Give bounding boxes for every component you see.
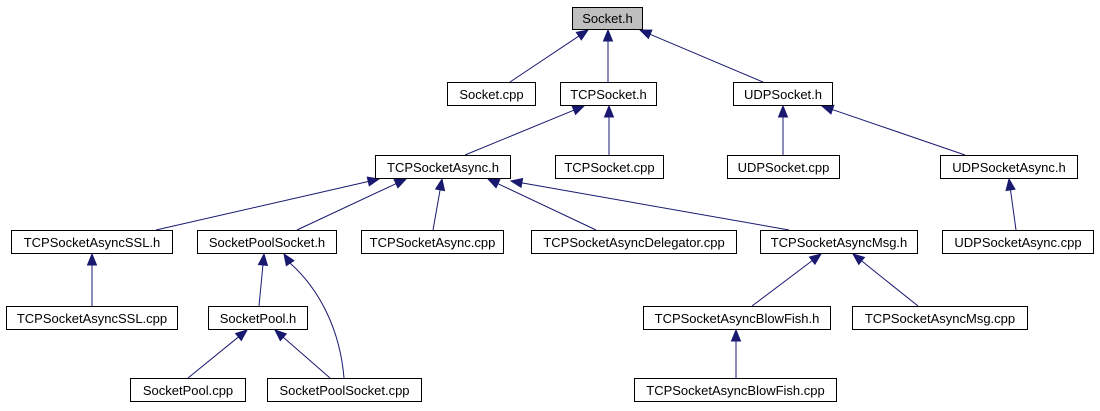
edge-arrowhead [434, 177, 446, 192]
edge-udpsocketasync_h-to-udpsocket_h [820, 104, 966, 156]
edge-arrowhead [283, 252, 295, 267]
node-socketpool-cpp[interactable]: SocketPool.cpp [130, 378, 246, 402]
edge-arrowhead [603, 104, 615, 118]
edge-udpsocket_cpp-to-udpsocket_h [777, 104, 789, 155]
node-tcpsocketasyncdelegator-cpp[interactable]: TCPSocketAsyncDelegator.cpp [531, 230, 737, 254]
node-udpsocket-cpp[interactable]: UDPSocket.cpp [727, 155, 840, 179]
edge-line [1010, 189, 1017, 231]
node-socketpool-h[interactable]: SocketPool.h [208, 306, 308, 330]
node-socket-cpp[interactable]: Socket.cpp [447, 82, 536, 106]
edge-line [649, 33, 764, 83]
edge-line [751, 260, 813, 307]
edge-tcpsocketasync_h-to-tcpsocket_h [464, 105, 586, 156]
edge-tcpsocket_cpp-to-tcpsocket_h [603, 104, 615, 155]
edge-tcpsocketasyncmsg_cpp-to-tcpsocketasyncmsg_h [851, 253, 919, 307]
node-tcpsocket-h[interactable]: TCPSocket.h [560, 82, 657, 106]
node-tcpsocketasyncblowfish-h[interactable]: TCPSocketAsyncBlowFish.h [643, 306, 831, 330]
edge-socketpool_h-to-socketpoolsocket_h [257, 252, 269, 307]
edge-arrowhead [274, 329, 288, 342]
node-tcpsocketasync-h[interactable]: TCPSocketAsync.h [375, 155, 511, 179]
edge-line [258, 264, 264, 307]
edge-tcpsocketasyncssl_cpp-to-tcpsocketasyncssl_h [86, 252, 98, 306]
node-socket-h: Socket.h [572, 7, 643, 30]
edge-udpsocket_h-to-socket_h [638, 29, 764, 83]
edge-line [509, 35, 580, 83]
edge-line [282, 336, 331, 379]
edge-tcpsocketasyncmsg_h-to-tcpsocketasync_h [509, 177, 790, 231]
node-udpsocket-h[interactable]: UDPSocket.h [733, 82, 833, 106]
edge-line [296, 183, 397, 231]
edge-arrowhead [808, 253, 823, 266]
edge-tcpsocketasyncblowfish_h-to-tcpsocketasyncmsg_h [751, 253, 823, 307]
node-tcpsocketasyncmsg-cpp[interactable]: TCPSocketAsyncMsg.cpp [852, 306, 1028, 330]
edge-arrowhead [777, 104, 789, 118]
edge-arrowhead [575, 29, 590, 41]
edge-arrowhead [851, 253, 866, 266]
edge-tcpsocketasyncblowfish_cpp-to-tcpsocketasyncblowfish_h [730, 328, 742, 378]
edge-arrowhead [366, 176, 381, 187]
node-socketpoolsocket-h[interactable]: SocketPoolSocket.h [197, 230, 337, 254]
edge-arrowhead [638, 29, 653, 40]
edge-line [861, 260, 919, 307]
edge-line [289, 262, 345, 379]
edge-line [187, 336, 239, 379]
node-tcpsocketasyncblowfish-cpp[interactable]: TCPSocketAsyncBlowFish.cpp [634, 378, 837, 402]
edge-line [521, 182, 790, 231]
edge-socketpool_cpp-to-socketpool_h [187, 329, 249, 379]
edge-line [497, 183, 597, 231]
edge-arrowhead [257, 252, 269, 266]
edge-tcpsocketasyncdelegator_cpp-to-tcpsocketasync_h [486, 178, 597, 231]
edge-tcpsocketasyncssl_h-to-tcpsocketasync_h [155, 176, 381, 231]
edge-socketpoolsocket_h-to-tcpsocketasync_h [296, 178, 408, 231]
node-udpsocketasync-h[interactable]: UDPSocketAsync.h [940, 155, 1078, 179]
edge-arrowhead [509, 177, 524, 189]
node-tcpsocketasyncmsg-h[interactable]: TCPSocketAsyncMsg.h [760, 230, 918, 254]
node-tcpsocketasyncssl-h[interactable]: TCPSocketAsyncSSL.h [11, 230, 173, 254]
edge-arrowhead [486, 178, 501, 189]
edge-tcpsocket_h-to-socket_h [602, 28, 614, 82]
edge-arrowhead [602, 28, 614, 42]
edge-arrowhead [730, 328, 742, 342]
node-tcpsocketasync-cpp[interactable]: TCPSocketAsync.cpp [361, 230, 504, 254]
node-udpsocketasync-cpp[interactable]: UDPSocketAsync.cpp [942, 230, 1094, 254]
edge-arrowhead [393, 178, 408, 189]
edge-socket_cpp-to-socket_h [509, 29, 590, 83]
edge-socketpoolsocket_cpp-to-socketpoolsocket_h [283, 252, 345, 379]
edge-line [155, 180, 369, 231]
edge-tcpsocketasync_cpp-to-tcpsocketasync_h [432, 177, 446, 231]
edge-arrowhead [234, 329, 249, 342]
edge-socketpoolsocket_cpp-to-socketpool_h [274, 329, 331, 379]
edge-arrowhead [571, 105, 586, 116]
edge-line [832, 109, 966, 156]
node-socketpoolsocket-cpp[interactable]: SocketPoolSocket.cpp [267, 378, 422, 402]
node-tcpsocketasyncssl-cpp[interactable]: TCPSocketAsyncSSL.cpp [6, 306, 178, 330]
edge-line [432, 189, 441, 231]
node-tcpsocket-cpp[interactable]: TCPSocket.cpp [555, 155, 664, 179]
edge-line [464, 109, 575, 156]
edge-arrowhead [1005, 177, 1016, 192]
edge-arrowhead [86, 252, 98, 266]
edge-arrowhead [820, 104, 835, 115]
edge-udpsocketasync_cpp-to-udpsocketasync_h [1005, 177, 1017, 231]
